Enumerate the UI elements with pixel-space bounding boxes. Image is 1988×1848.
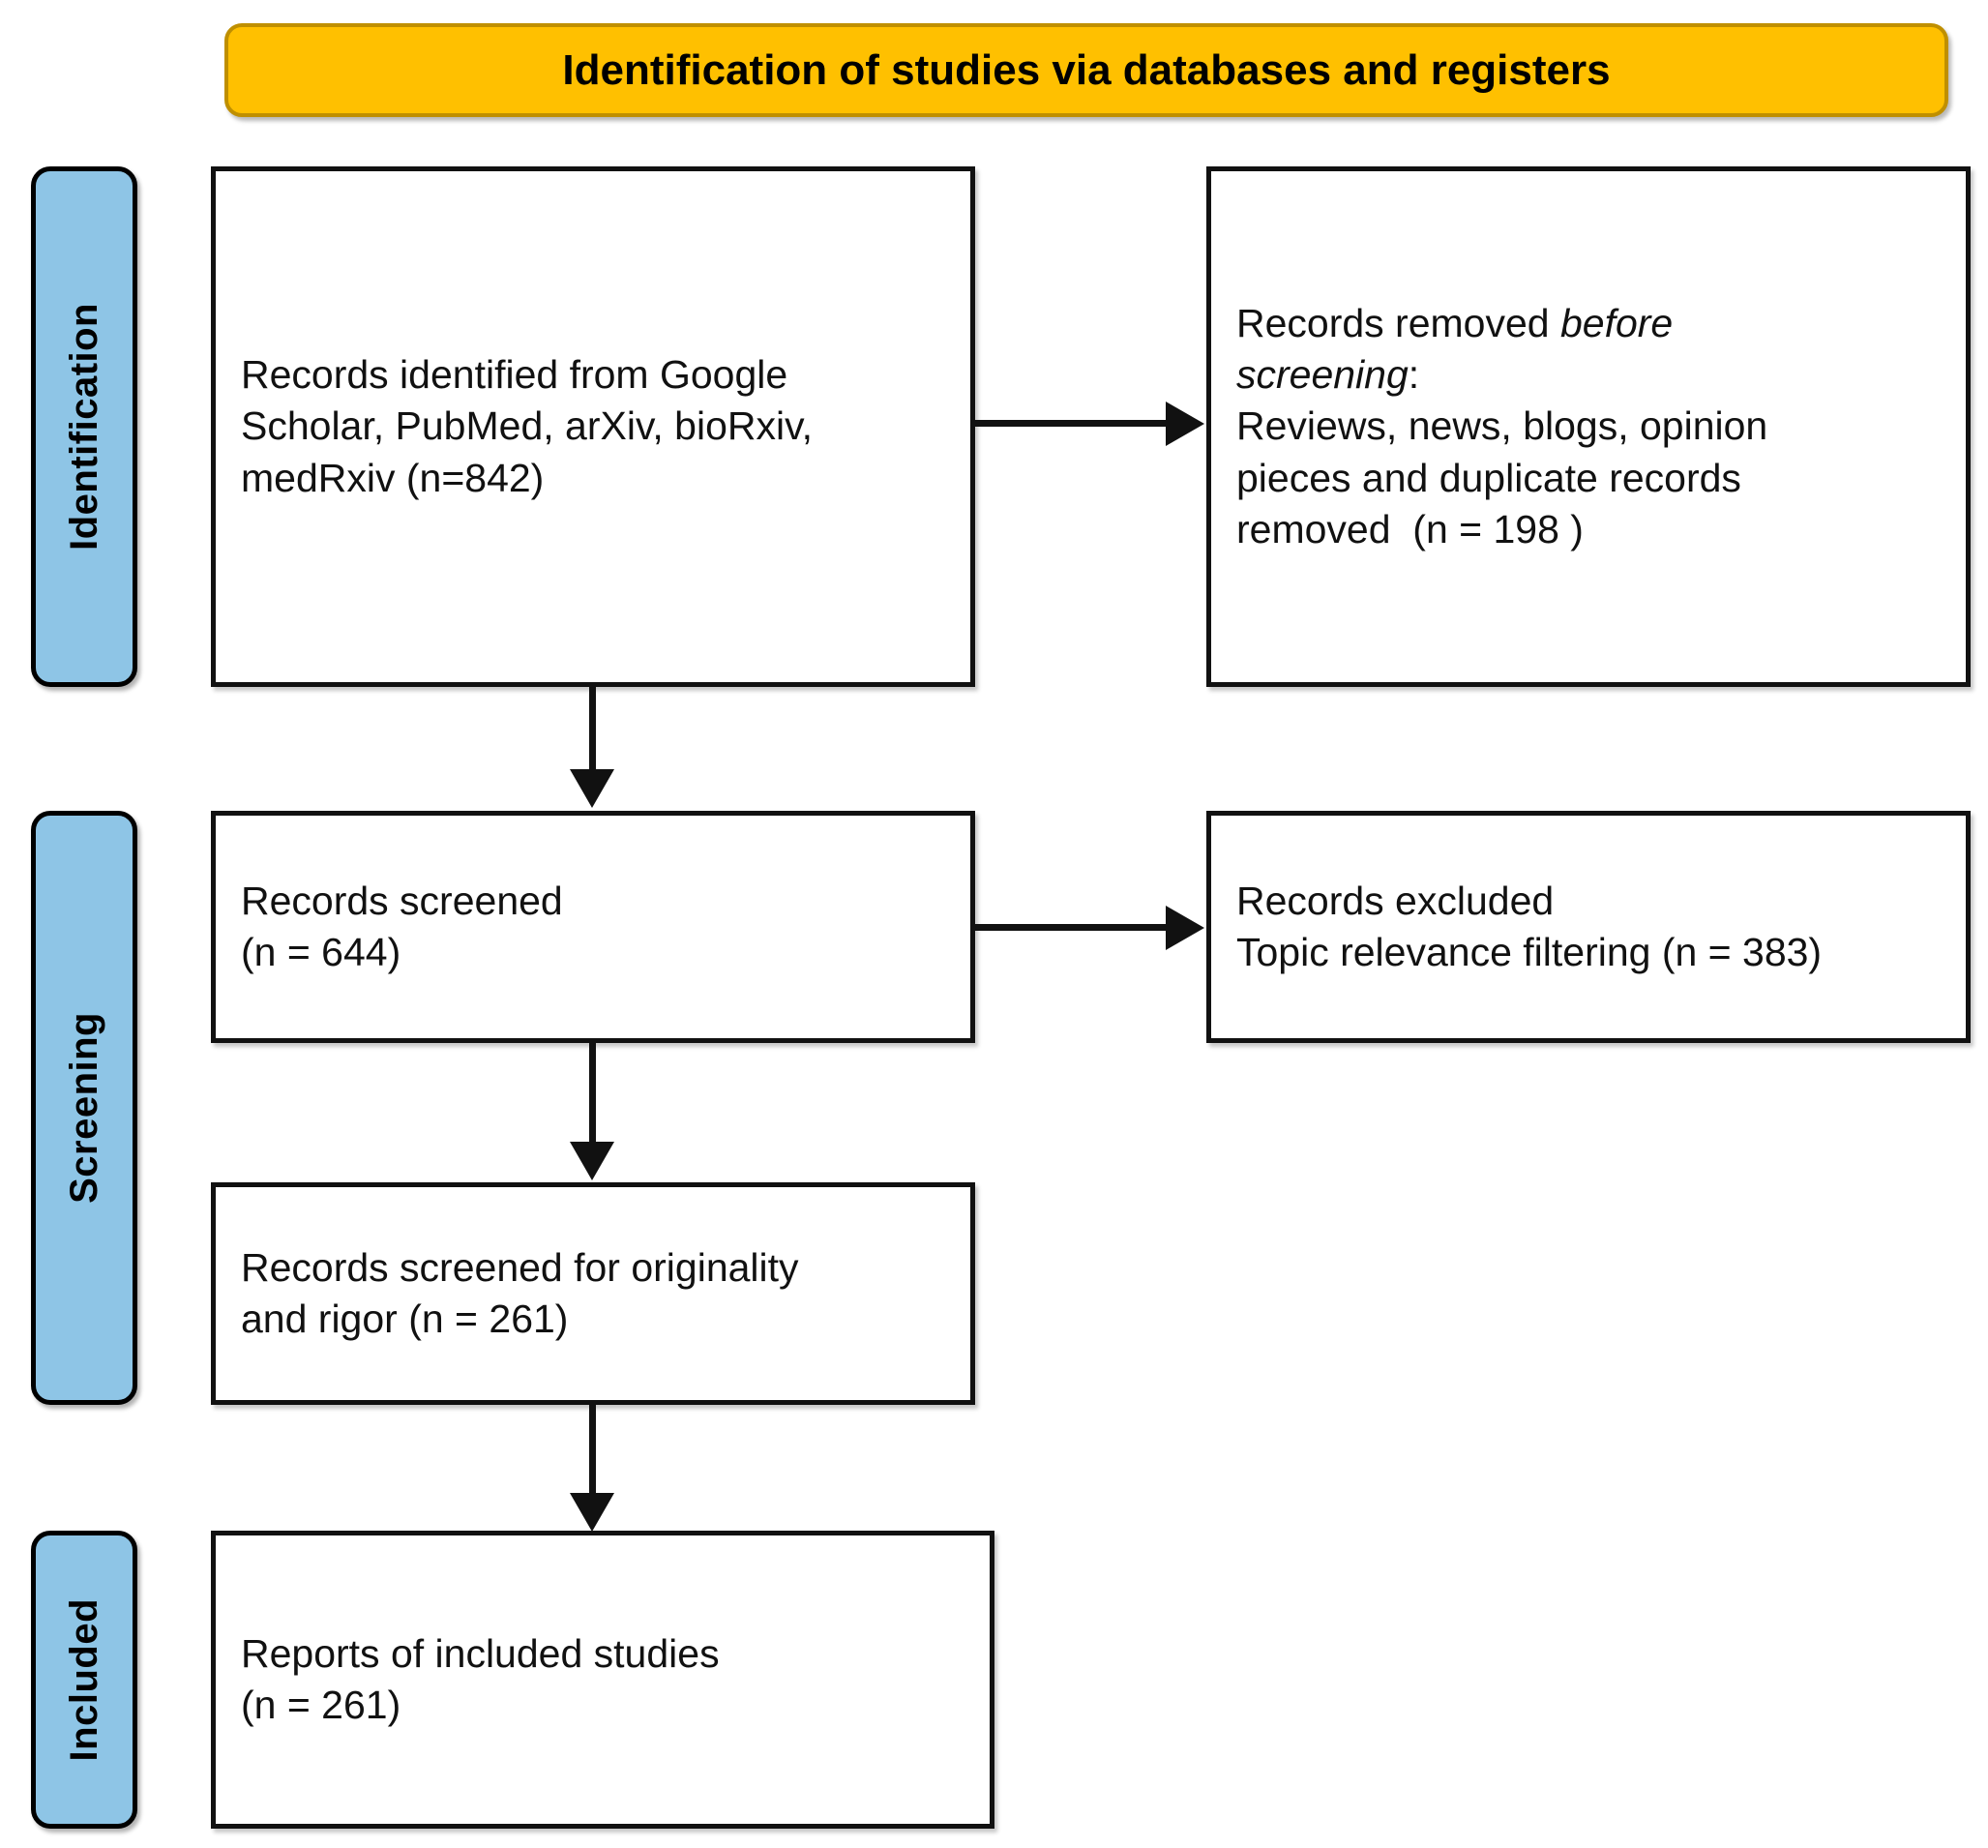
box-records-identified: Records identified from Google Scholar, … (211, 166, 975, 687)
stage-label-included: Included (31, 1531, 137, 1829)
box-records-excluded: Records excluded Topic relevance filteri… (1206, 811, 1971, 1043)
removed-italic-screening: screening (1236, 352, 1409, 398)
box-records-excluded-text: Records excluded Topic relevance filteri… (1236, 878, 1823, 974)
arrow-line (589, 687, 596, 776)
stage-label-identification: Identification (31, 166, 137, 687)
box-originality-text: Records screened for originality and rig… (241, 1244, 799, 1341)
stage-label-included-text: Included (62, 1597, 105, 1762)
arrow-head-icon (570, 1142, 614, 1180)
diagram-header-banner: Identification of studies via databases … (224, 23, 1948, 117)
removed-italic-before: before (1559, 300, 1674, 345)
removed-rest: Reviews, news, blogs, opinion pieces and… (1236, 403, 1768, 551)
box-records-screened-text: Records screened (n = 644) (241, 878, 563, 974)
arrow-line (589, 1043, 596, 1149)
arrow-line (589, 1405, 596, 1500)
arrow-head-icon (570, 1493, 614, 1532)
arrow-head-icon (1166, 402, 1204, 446)
box-included-text: Reports of included studies (n = 261) (241, 1630, 720, 1727)
stage-label-screening: Screening (31, 811, 137, 1405)
box-records-removed-before-screening: Records removed before screening: Review… (1206, 166, 1971, 687)
arrow-head-icon (1166, 906, 1204, 950)
arrow-line (975, 924, 1173, 931)
arrow-line (975, 420, 1173, 427)
box-reports-included-studies: Reports of included studies (n = 261) (211, 1531, 994, 1829)
box-records-identified-text: Records identified from Google Scholar, … (241, 352, 813, 500)
stage-label-identification-text: Identification (62, 303, 105, 551)
box-records-screened: Records screened (n = 644) (211, 811, 975, 1043)
banner-title: Identification of studies via databases … (562, 45, 1611, 94)
removed-colon: : (1408, 352, 1420, 398)
arrow-head-icon (570, 769, 614, 808)
box-records-screened-originality-rigor: Records screened for originality and rig… (211, 1182, 975, 1405)
removed-line1-prefix: Records removed (1236, 300, 1560, 345)
stage-label-screening-text: Screening (62, 1012, 105, 1204)
box-records-removed-text: Records removed before screening: Review… (1211, 298, 1793, 555)
